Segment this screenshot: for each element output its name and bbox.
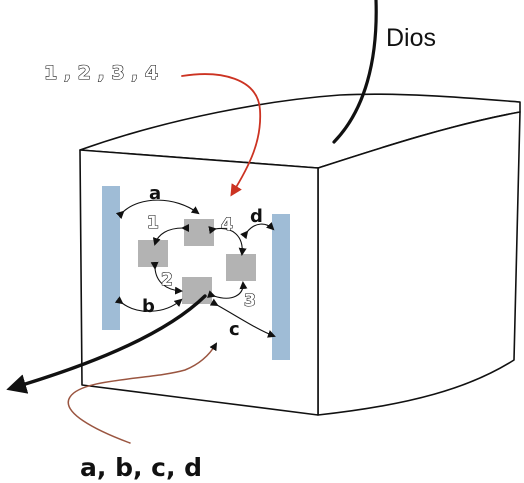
arrow-1 <box>152 223 190 246</box>
dios-label: Dios <box>386 24 436 52</box>
output-arrow <box>6 294 207 394</box>
label-c: c <box>229 319 240 340</box>
right-blue-bar <box>272 214 290 360</box>
arrow-c <box>209 298 276 338</box>
label-2: 2 <box>161 270 173 290</box>
gray-block-top <box>184 219 214 246</box>
arrow-4-d <box>208 226 247 256</box>
gray-block-right <box>226 254 256 281</box>
brown-arrow <box>67 342 218 444</box>
numbers-label: 1 , 2 , 3 , 4 <box>44 62 158 84</box>
gray-block-bottom <box>182 277 212 304</box>
label-a: a <box>149 183 161 204</box>
label-b: b <box>142 296 155 317</box>
arrow-b <box>114 296 183 312</box>
left-blue-bar <box>102 186 120 330</box>
label-d: d <box>250 206 263 227</box>
cube-right-face <box>317 111 521 416</box>
red-arrow <box>181 73 262 197</box>
arrow-2 <box>150 261 183 295</box>
label-4: 4 <box>221 215 233 235</box>
arrow-3 <box>207 281 248 299</box>
gray-block-left <box>138 240 168 267</box>
label-1: 1 <box>147 213 159 233</box>
letters-label: a, b, c, d <box>80 453 202 482</box>
arrow-d <box>240 221 275 240</box>
wire-to-dios <box>332 0 378 144</box>
arrow-a <box>115 199 200 220</box>
label-3: 3 <box>244 291 256 311</box>
